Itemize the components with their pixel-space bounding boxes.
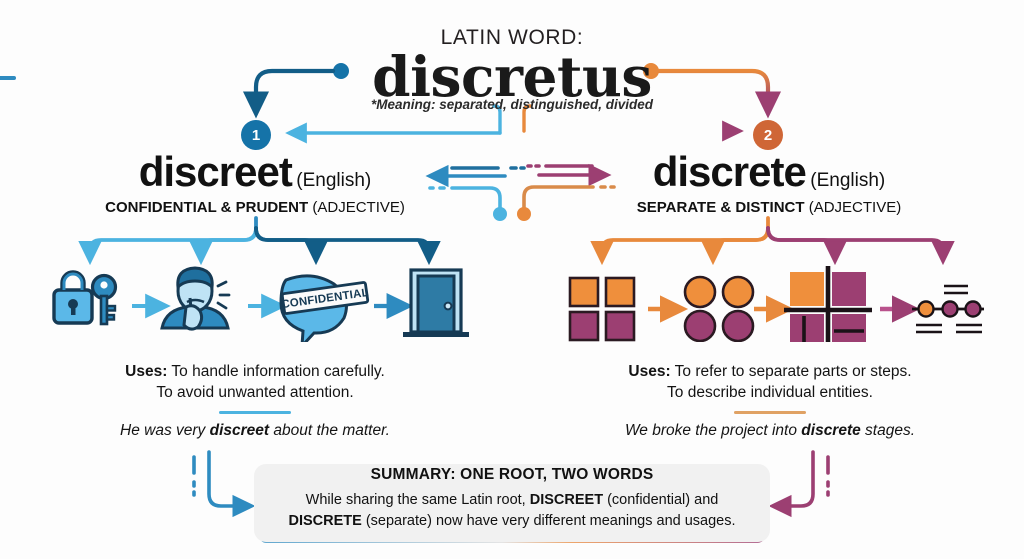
middle-dot-left [493,207,507,221]
summary-line-1: While sharing the same Latin root, DISCR… [306,492,719,508]
icon-row-right [568,266,984,342]
example-left: He was very discreet about the matter. [35,422,475,440]
branch-heading-left: discreet (English) CONFIDENTIAL & PRUDEN… [20,148,490,216]
summary-discreet: DISCREET [529,492,604,508]
example-right: We broke the project into discrete stage… [550,422,990,440]
summary-l1a: While sharing the same Latin root, [305,492,530,508]
word-discreet-language: (English) [296,170,372,191]
lock-and-key-icon [52,270,118,326]
uses-right-label: Uses: [628,363,671,380]
definition-right-bold: SEPARATE & DISTINCT [636,199,805,216]
definition-left: CONFIDENTIAL & PRUDENT (ADJECTIVE) [20,199,490,216]
middle-dot-right [517,207,531,221]
word-discrete: discrete [652,148,807,195]
uses-block-right: Uses: To refer to separate parts or step… [550,362,990,440]
example-left-text: He was very discreet about the matter. [120,421,390,439]
number-line-icon [912,284,984,334]
shushing-person-icon [160,266,231,331]
summary-line-2: DISCRETE (separate) now have very differ… [288,513,735,529]
definition-left-bold: CONFIDENTIAL & PRUDENT [105,199,309,216]
confidential-speech-bubble-icon: CONFIDENTIAL [279,274,370,342]
branch-badge-1: 1 [241,120,271,150]
summary-l1c: (confidential) and [603,492,719,508]
icon-row-left: CONFIDENTIAL [52,266,469,342]
branch-badge-2: 2 [753,120,783,150]
branch-heading-right: discrete (English) SEPARATE & DISTINCT (… [534,148,1004,216]
four-circles-icon [683,275,755,342]
quadrant-grid-icon [784,266,872,342]
word-discreet: discreet [138,148,293,195]
uses-left-line1: Uses: To handle information carefully. [35,362,475,383]
closed-door-icon [403,268,469,337]
summary-title: SUMMARY: ONE ROOT, TWO WORDS [370,466,654,483]
word-discrete-language: (English) [810,170,886,191]
uses-right-text1: To refer to separate parts or steps. [670,363,912,380]
uses-right-line1: Uses: To refer to separate parts or step… [550,362,990,383]
divider-left [219,410,291,414]
latin-root-word: discretus [372,44,652,109]
uses-left-line2: To avoid unwanted attention. [156,383,354,401]
uses-left-label: Uses: [125,363,168,380]
uses-right-line2: To describe individual entities. [667,383,873,401]
divider-right [734,410,806,414]
latin-word-label: LATIN WORD: [440,26,584,49]
summary-discrete: DISCRETE [288,513,362,530]
definition-right-rest: (ADJECTIVE) [804,199,902,216]
uses-left-text1: To handle information carefully. [167,363,385,380]
summary-body: While sharing the same Latin root, DISCR… [262,490,762,532]
latin-meaning-text: *Meaning: separated, distinguished, divi… [370,97,654,112]
summary-l2b: (separate) now have very different meani… [361,513,736,530]
four-squares-icon [568,276,636,342]
definition-right: SEPARATE & DISTINCT (ADJECTIVE) [534,199,1004,216]
definition-left-rest: (ADJECTIVE) [308,199,405,216]
uses-block-left: Uses: To handle information carefully. T… [35,362,475,440]
summary-panel [254,464,770,542]
example-right-text: We broke the project into discrete stage… [624,421,916,439]
